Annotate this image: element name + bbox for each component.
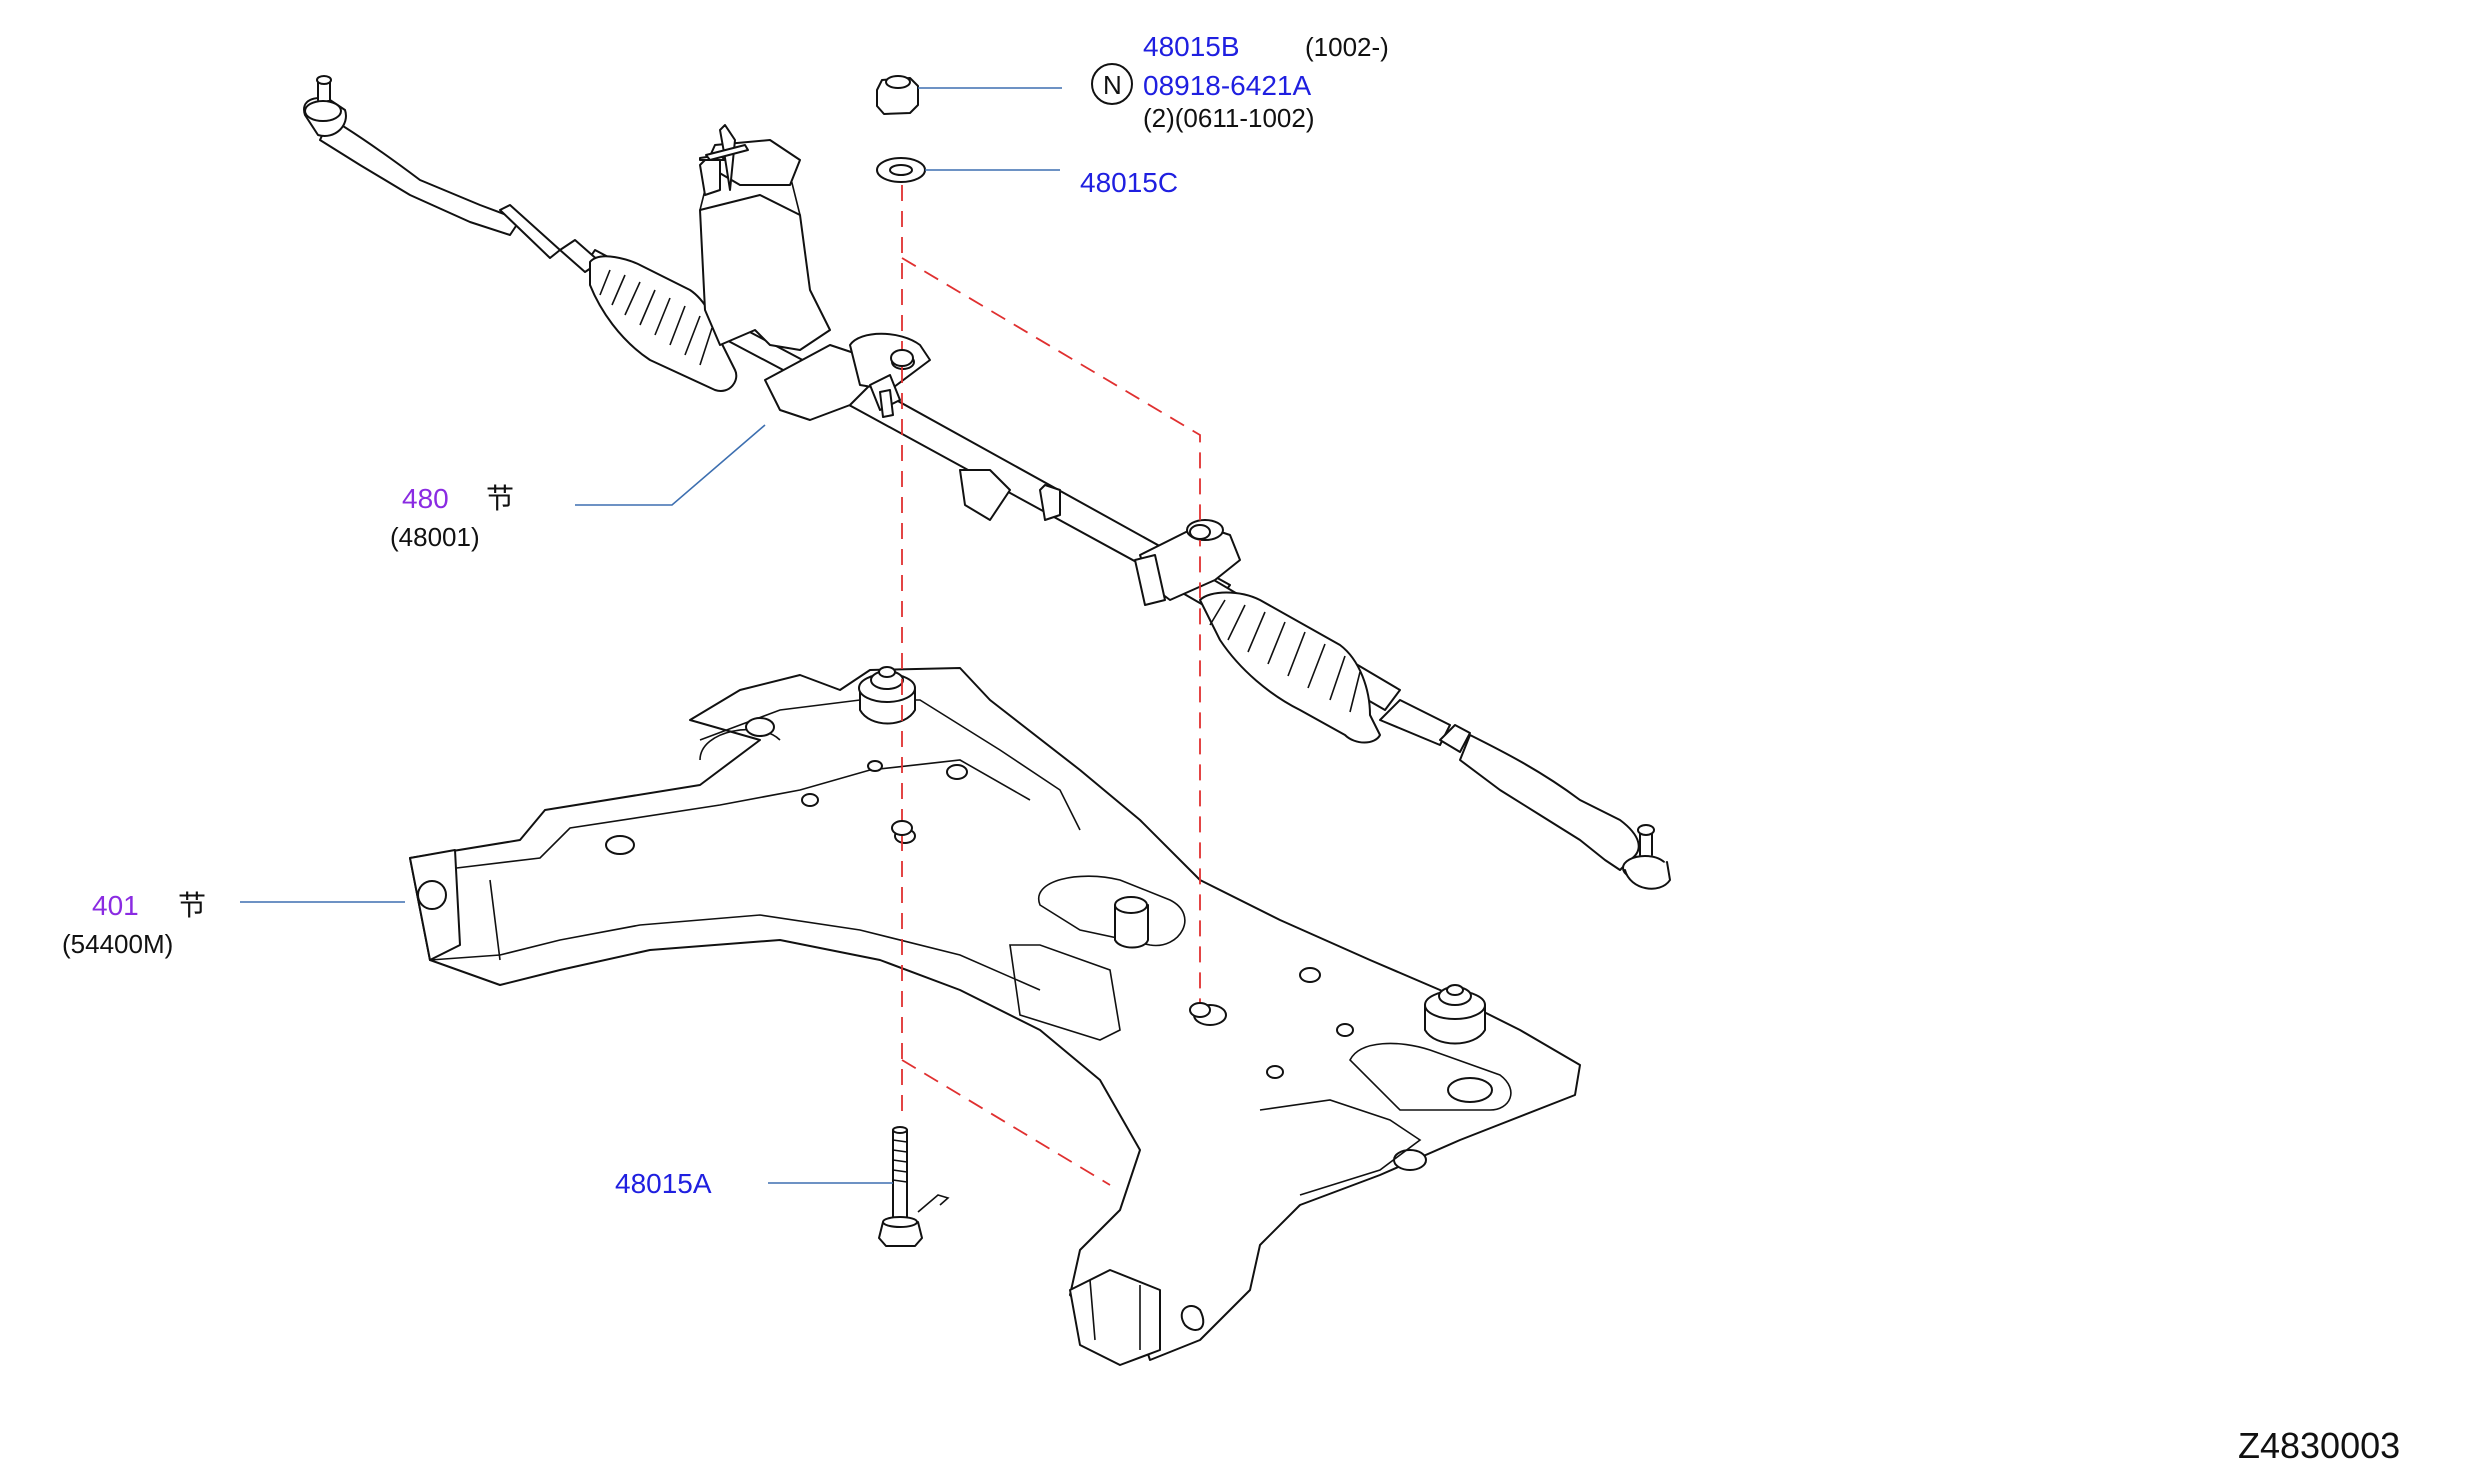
callouts: 48015B (1002-) N 08918-6421A (2)(0611-10… <box>62 31 2400 1466</box>
suspension-member-part-number: (54400M) <box>62 929 173 959</box>
washer-part-number: 48015C <box>1080 167 1178 198</box>
suspension-member <box>409 666 1581 1366</box>
n-mark-letter: N <box>1103 70 1122 100</box>
nut-date-range: (1002-) <box>1305 32 1389 62</box>
n-mark-circle <box>1091 63 1133 105</box>
mount-bolt <box>878 1126 950 1247</box>
leader-lines <box>240 87 1062 1184</box>
alignment-lines <box>890 185 1211 1186</box>
steering-gear-group-number: 480 <box>402 483 449 514</box>
suspension-member-group-number: 401 <box>92 890 139 921</box>
mount-nut <box>876 75 919 115</box>
steering-gear-mark: 节 <box>486 483 514 514</box>
steering-gear-assembly <box>303 75 1671 890</box>
bolt-part-number: 48015A <box>615 1168 712 1199</box>
nut-alt-quantity-range: (2)(0611-1002) <box>1143 103 1315 133</box>
mount-washer <box>876 157 926 183</box>
leader-steering-gear <box>575 424 766 506</box>
steering-gear-part-number: (48001) <box>390 522 480 552</box>
nut-part-number: 48015B <box>1143 31 1240 62</box>
nut-alt-part-number: 08918-6421A <box>1143 70 1311 101</box>
suspension-member-mark: 节 <box>178 890 206 921</box>
diagram-id: Z4830003 <box>2238 1425 2400 1466</box>
